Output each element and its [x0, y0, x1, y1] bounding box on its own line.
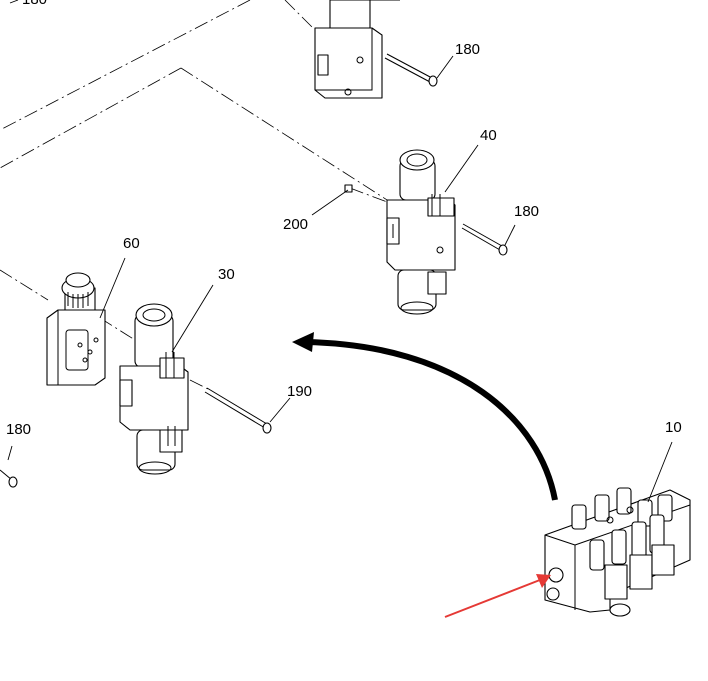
callout-bolt-top: 180 — [455, 41, 480, 58]
valve-block-assembly-10 — [544, 487, 691, 617]
bolt-40 — [461, 223, 508, 256]
callout-valve-60: 60 — [123, 235, 140, 252]
assembly-guide-lines — [0, 0, 396, 391]
callout-topleft: 180 — [22, 0, 47, 8]
callout-bolt-190: 190 — [287, 383, 312, 400]
callout-bolt-left: 180 — [6, 421, 31, 438]
solenoid-valve-40 — [386, 149, 456, 315]
callout-plug-200: 200 — [283, 216, 308, 233]
solenoid-valve-30 — [119, 303, 189, 475]
bolt-left — [0, 469, 18, 488]
callout-valve-30: 30 — [218, 266, 235, 283]
pressure-valve-60 — [46, 272, 106, 386]
leader-lines — [7, 0, 673, 503]
bolt-top — [384, 53, 438, 87]
valve-top-partial — [314, 0, 400, 99]
plug-200 — [344, 184, 353, 193]
callout-assembly-10: 10 — [665, 419, 682, 436]
red-highlight-arrow — [444, 574, 551, 618]
curved-arrow — [292, 332, 558, 501]
bolt-190 — [204, 387, 272, 434]
callout-bolt-mid: 180 — [514, 203, 539, 220]
callout-valve-40: 40 — [480, 127, 497, 144]
